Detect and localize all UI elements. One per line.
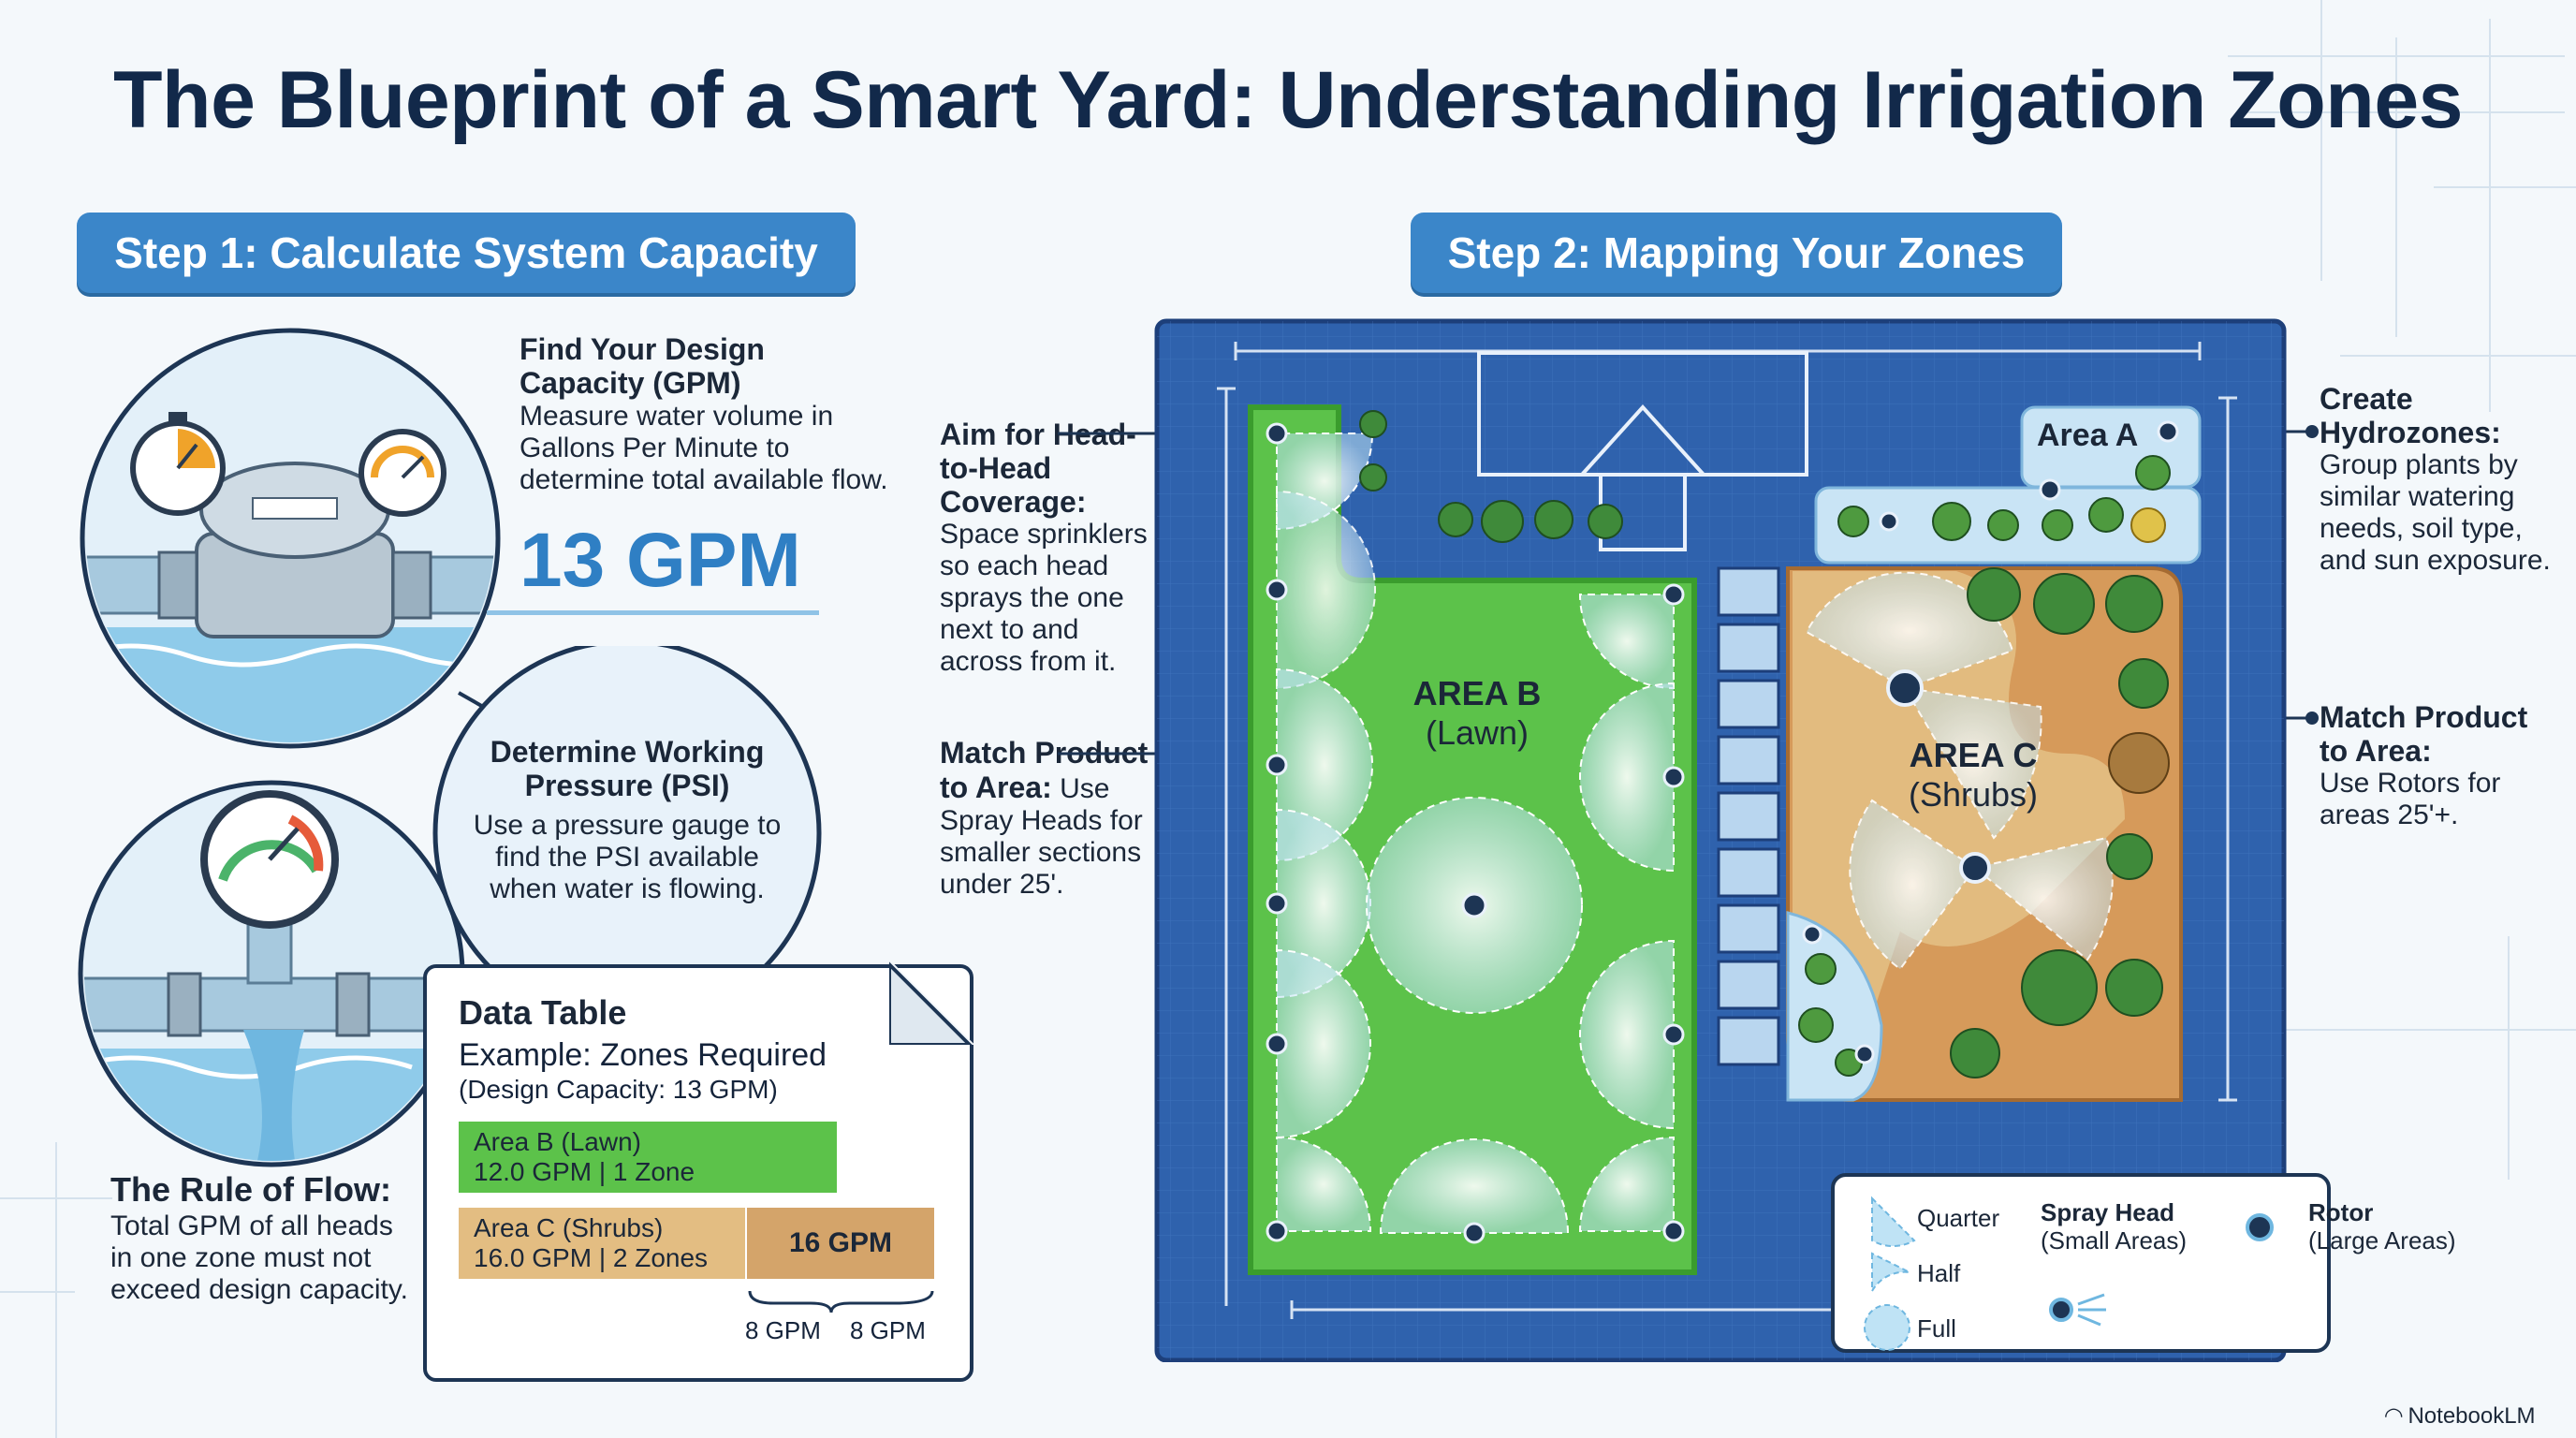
table-row-detail: 16.0 GPM | 2 Zones xyxy=(474,1243,709,1272)
capacity-heading: Find Your Design Capacity (GPM) xyxy=(520,332,765,400)
table-subtitle: Example: Zones Required xyxy=(459,1037,827,1073)
callout-body: Space sprinklers so each head sprays the… xyxy=(940,519,1148,677)
page-title: The Blueprint of a Smart Yard: Understan… xyxy=(113,55,2464,145)
notebooklm-icon: ◠ xyxy=(2385,1403,2403,1429)
rule-body: Total GPM of all heads in one zone must … xyxy=(110,1211,408,1305)
pressure-body: Use a pressure gauge to find the PSI ava… xyxy=(473,810,782,904)
split-brackets xyxy=(748,1290,934,1313)
table-title: Data Table xyxy=(459,993,627,1032)
callout-heading: Match Product to Area: xyxy=(2320,700,2528,768)
table-row-name: Area C (Shrubs) xyxy=(474,1213,664,1242)
capacity-body: Measure water volume in Gallons Per Minu… xyxy=(520,401,888,495)
legend-spray: Spray Head (Small Areas) xyxy=(2041,1198,2187,1255)
split-label-1: 8 GPM xyxy=(745,1316,821,1344)
gauge-icon xyxy=(359,429,446,517)
table-row-name: Area B (Lawn) xyxy=(474,1127,641,1156)
callout-match-left: Match Product to Area: Use Spray Heads f… xyxy=(940,736,1155,901)
yard-blueprint-map xyxy=(1058,318,2331,1362)
area-b-label: AREA B (Lawn) xyxy=(1383,674,1571,753)
legend-rotor: Rotor (Large Areas) xyxy=(2308,1198,2456,1255)
callout-heading: Aim for Head-to-Head Coverage: xyxy=(940,418,1136,519)
callout-match-right: Match Product to Area: Use Rotors for ar… xyxy=(2320,700,2554,831)
table-note: (Design Capacity: 13 GPM) xyxy=(459,1075,778,1104)
legend-spray-sub: (Small Areas) xyxy=(2041,1226,2188,1255)
card-fold xyxy=(889,961,973,1045)
full-spray-icon xyxy=(1864,1304,1910,1351)
legend-quarter: Quarter xyxy=(1917,1204,2000,1232)
brand-label: NotebookLM xyxy=(2408,1402,2536,1429)
table-row-detail: 12.0 GPM | 1 Zone xyxy=(474,1157,695,1186)
capacity-illustration xyxy=(78,328,544,1167)
spray-head-icon xyxy=(2049,1298,2073,1322)
step2-badge: Step 2: Mapping Your Zones xyxy=(1411,213,2062,293)
area-c-sub: (Shrubs) xyxy=(1908,775,2039,814)
callout-head-to-head: Aim for Head-to-Head Coverage: Space spr… xyxy=(940,418,1155,678)
table-row-shrubs: Area C (Shrubs) 16.0 GPM | 2 Zones xyxy=(459,1208,745,1279)
area-a-label: Area A xyxy=(2037,418,2139,453)
gpm-underline xyxy=(487,610,819,615)
step1-badge: Step 1: Calculate System Capacity xyxy=(77,213,856,293)
area-b-sub: (Lawn) xyxy=(1425,713,1530,752)
rule-heading: The Rule of Flow: xyxy=(110,1170,391,1209)
overflow-bar: 16 GPM xyxy=(747,1208,934,1279)
area-b-name: AREA B xyxy=(1412,674,1542,712)
area-c-label: AREA C (Shrubs) xyxy=(1880,736,2067,814)
pressure-bubble xyxy=(432,646,822,1002)
callout-body: Use Spray Heads for smaller sections und… xyxy=(940,773,1143,900)
rotor-icon xyxy=(2246,1213,2274,1241)
callout-hydrozones: Create Hydrozones: Group plants by simil… xyxy=(2320,382,2554,577)
callout-heading: Create Hydrozones: xyxy=(2320,382,2501,449)
legend-half: Half xyxy=(1917,1259,1961,1287)
legend-spray-title: Spray Head xyxy=(2041,1198,2175,1226)
table-row-lawn: Area B (Lawn) 12.0 GPM | 1 Zone xyxy=(459,1122,837,1193)
data-table-card: Data Table Example: Zones Required (Desi… xyxy=(423,964,973,1382)
quarter-spray-icon xyxy=(1871,1196,1916,1247)
brand-mark: ◠ NotebookLM xyxy=(2385,1402,2536,1430)
capacity-value: 13 GPM xyxy=(520,518,801,603)
callout-heading: Match Product to Area: xyxy=(940,736,1149,804)
area-c-name: AREA C xyxy=(1909,736,2038,774)
callout-body: Use Rotors for areas 25'+. xyxy=(2320,768,2501,830)
pressure-heading: Determine Working Pressure (PSI) xyxy=(490,735,765,802)
callout-body: Group plants by similar watering needs, … xyxy=(2320,449,2551,576)
legend-rotor-sub: (Large Areas) xyxy=(2308,1226,2456,1255)
legend-full: Full xyxy=(1917,1314,1956,1343)
half-spray-icon xyxy=(1871,1252,1910,1295)
legend-rotor-title: Rotor xyxy=(2308,1198,2374,1226)
split-label-2: 8 GPM xyxy=(850,1316,926,1344)
